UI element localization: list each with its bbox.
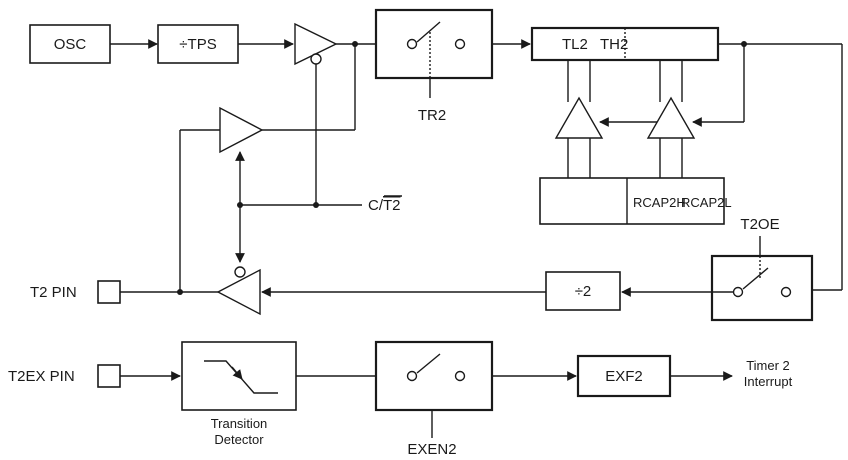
- exen2-switch-box: [374, 340, 494, 412]
- interrupt-label-2: Interrupt: [744, 374, 793, 389]
- tps-divider-box: [157, 24, 239, 64]
- exf2-label: EXF2: [605, 368, 643, 385]
- div2-label: ÷2: [575, 283, 592, 300]
- tr2-switch-blade: [416, 21, 441, 43]
- pin-output-bubble: [234, 266, 246, 278]
- tl2-label: TL2: [562, 36, 588, 53]
- transition-label-1: Transition: [211, 416, 268, 431]
- tps-label: ÷TPS: [179, 36, 216, 53]
- tr2-contact-left: [406, 38, 418, 50]
- interrupt-label-1: Timer 2: [746, 358, 790, 373]
- t2ex-pin-square: [97, 364, 121, 388]
- junction-pin: [177, 289, 183, 295]
- pin-input-buffer: [219, 106, 264, 154]
- exen2-switch-blade: [416, 353, 441, 374]
- osc-box: [29, 24, 111, 64]
- junction-ct2-right: [313, 202, 319, 208]
- t2oe-contact-left: [732, 286, 744, 298]
- tr2-switch-box: [374, 8, 494, 80]
- t2ex-pin-label: T2EX PIN: [8, 368, 75, 385]
- th2-label: TH2: [600, 36, 628, 53]
- rcap2l-label: RCAP2L: [681, 195, 732, 210]
- tr2-label: TR2: [418, 107, 446, 124]
- t2oe-switch-blade: [742, 267, 769, 290]
- transition-label-2: Detector: [214, 432, 264, 447]
- osc-label: OSC: [54, 36, 87, 53]
- tr2-contact-right: [454, 38, 466, 50]
- t2oe-switch-box: [710, 254, 814, 322]
- ct2-label: C/T2: [368, 197, 401, 214]
- pin-output-buffer: [216, 268, 261, 316]
- reload-buffer-right: [646, 96, 696, 139]
- exf2-box: [576, 354, 672, 398]
- t2oe-contact-right: [780, 286, 792, 298]
- clock-select-bubble: [310, 53, 322, 65]
- t2oe-label: T2OE: [740, 216, 779, 233]
- div2-box: [545, 271, 621, 311]
- exen2-contact-right: [454, 370, 466, 382]
- exen2-contact-left: [406, 370, 418, 382]
- rcap-register: [539, 177, 725, 225]
- reload-buffer-left: [554, 96, 604, 139]
- transition-edge-arrow: [231, 366, 243, 380]
- t2-pin-label: T2 PIN: [30, 284, 77, 301]
- rcap2h-label: RCAP2H: [633, 195, 686, 210]
- exen2-label: EXEN2: [407, 441, 456, 458]
- t2-pin-square: [97, 280, 121, 304]
